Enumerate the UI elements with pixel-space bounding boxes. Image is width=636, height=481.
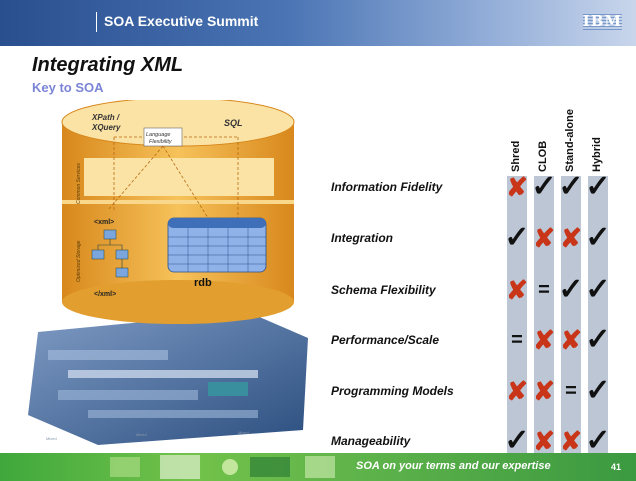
svg-text:Mixed: Mixed — [46, 436, 57, 441]
slide-subtitle: Key to SOA — [32, 80, 104, 95]
column-stripe-standalone — [561, 176, 581, 454]
xml-close-label: </xml> — [94, 291, 116, 298]
check-mark-icon-hybrid: ✓ — [585, 221, 611, 254]
equal-mark-icon-clob: = — [538, 279, 550, 301]
language-flexibility-line2: Flexibility — [149, 139, 173, 145]
cross-mark-icon-shred: ✘ — [506, 275, 528, 305]
feature-label: Information Fidelity — [331, 180, 443, 194]
footer-decoration — [110, 455, 335, 479]
ibm-logo: IBM — [582, 12, 622, 30]
column-stripe-shred — [507, 176, 527, 454]
column-header-shred: Shred — [510, 140, 522, 172]
query-arrows — [107, 136, 239, 219]
common-services-label: Common Services — [76, 163, 82, 204]
header-separator — [96, 12, 97, 32]
header-title: SOA Executive Summit — [104, 13, 259, 29]
cross-mark-icon-standalone: ✘ — [560, 426, 582, 456]
equal-mark-icon-standalone: = — [565, 380, 577, 402]
page-number: 41 — [611, 462, 622, 472]
check-mark-icon-shred: ✓ — [504, 424, 530, 457]
optimized-storage-label: Optimized Storage — [76, 240, 82, 282]
slide-title: Integrating XML — [32, 54, 184, 76]
cross-mark-icon-clob: ✘ — [533, 223, 555, 253]
xml-tree-icon — [91, 229, 129, 278]
cross-mark-icon-clob: ✘ — [533, 376, 555, 406]
check-mark-icon-standalone: ✓ — [558, 170, 584, 203]
cross-mark-icon-shred: ✘ — [506, 172, 528, 202]
check-mark-icon-shred: ✓ — [504, 221, 530, 254]
check-mark-icon-hybrid: ✓ — [585, 323, 611, 356]
column-stripe-hybrid — [588, 176, 608, 454]
cross-mark-icon-clob: ✘ — [533, 426, 555, 456]
server-hardware-image — [28, 312, 308, 445]
architecture-diagram: Mixed Mixed Mixed XPath / XQuery SQL Lan… — [28, 100, 308, 445]
check-mark-icon-clob: ✓ — [531, 170, 557, 203]
feature-label: Schema Flexibility — [331, 283, 436, 297]
footer-tagline: SOA on your terms and our expertise — [356, 460, 551, 472]
feature-label: Manageability — [331, 434, 411, 448]
check-mark-icon-hybrid: ✓ — [585, 170, 611, 203]
check-mark-icon-hybrid: ✓ — [585, 424, 611, 457]
sql-label: SQL — [224, 118, 243, 128]
xquery-label: XQuery — [91, 123, 121, 132]
cross-mark-icon-standalone: ✘ — [560, 325, 582, 355]
cross-mark-icon-standalone: ✘ — [560, 223, 582, 253]
feature-label: Integration — [331, 231, 393, 245]
header-bar: SOA Executive Summit IBM — [0, 0, 636, 46]
rdb-label: rdb — [194, 277, 212, 289]
column-header-hybrid: Hybrid — [591, 137, 603, 172]
equal-mark-icon-shred: = — [511, 329, 523, 351]
cross-mark-icon-clob: ✘ — [533, 325, 555, 355]
column-stripe-clob — [534, 176, 554, 454]
rdb-table-icon — [167, 217, 267, 273]
column-header-standalone: Stand-alone — [564, 109, 576, 172]
language-flexibility-line1: Language — [146, 132, 170, 138]
check-mark-icon-hybrid: ✓ — [585, 273, 611, 306]
footer-bar: SOA on your terms and our expertise 41 — [0, 453, 636, 481]
check-mark-icon-standalone: ✓ — [558, 273, 584, 306]
feature-label: Programming Models — [331, 384, 454, 398]
cross-mark-icon-shred: ✘ — [506, 376, 528, 406]
check-mark-icon-hybrid: ✓ — [585, 374, 611, 407]
svg-text:Mixed: Mixed — [238, 430, 249, 435]
svg-text:Mixed: Mixed — [136, 432, 147, 437]
xpath-label: XPath / — [91, 113, 120, 122]
feature-label: Performance/Scale — [331, 333, 440, 347]
xml-open-label: <xml> — [94, 219, 114, 226]
column-header-clob: CLOB — [537, 140, 549, 172]
